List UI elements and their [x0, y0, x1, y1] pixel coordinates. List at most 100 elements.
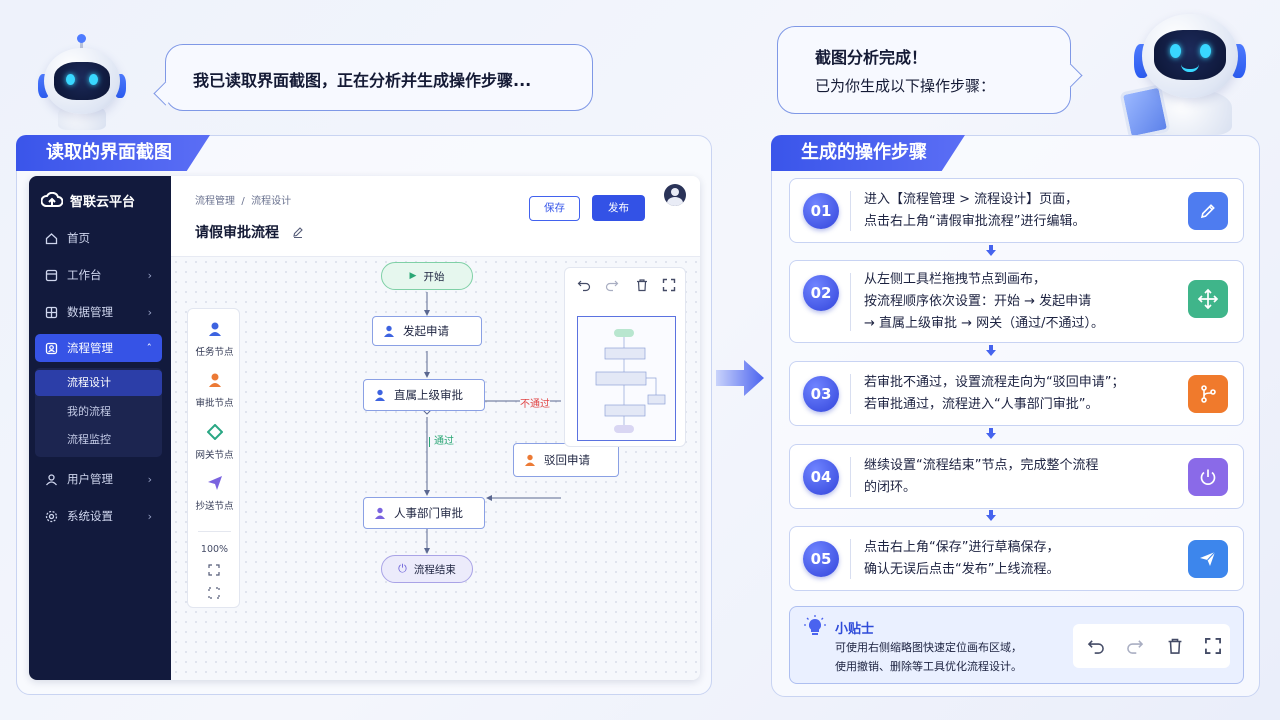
- sidebar-item-label: 用户管理: [67, 472, 113, 486]
- sidebar-item-label: 数据管理: [67, 305, 113, 319]
- minimap-preview: [595, 329, 666, 433]
- minimap-viewport[interactable]: [577, 316, 676, 441]
- step-text: 若审批不通过，设置流程走向为“驳回申请”； 若审批通过，流程进入“人事部门审批”…: [864, 372, 1124, 416]
- move-icon: [1188, 280, 1228, 318]
- submenu-item-my-flows[interactable]: 我的流程: [67, 405, 111, 418]
- page-title: 请假审批流程: [195, 222, 304, 242]
- brand[interactable]: 智联云平台: [41, 190, 135, 210]
- minimap-panel: [564, 267, 686, 447]
- node-label: 发起申请: [403, 324, 449, 338]
- node-apply[interactable]: 发起申请: [372, 316, 482, 346]
- step-text: 进入【流程管理 > 流程设计】页面， 点击右上角“请假审批流程”进行编辑。: [864, 189, 1085, 233]
- node-start[interactable]: ▶ 开始: [381, 262, 473, 290]
- step-line: 若审批通过，流程进入“人事部门审批”。: [864, 397, 1099, 412]
- chevron-right-icon: ›: [147, 268, 152, 282]
- step-number: 02: [803, 275, 839, 311]
- tool-gateway-node[interactable]: 网关节点: [188, 423, 241, 461]
- robot-avatar-right: [1118, 10, 1258, 140]
- fullscreen-icon[interactable]: [208, 587, 220, 599]
- redo-icon[interactable]: [605, 278, 619, 292]
- step-card-2: 02 从左侧工具栏拖拽节点到画布， 按流程顺序依次设置：开始 → 发起申请 → …: [789, 260, 1244, 343]
- arrow-down-icon: [986, 428, 996, 439]
- step-card-5: 05 点击右上角“保存”进行草稿保存， 确认无误后点击“发布”上线流程。: [789, 526, 1244, 591]
- fit-screen-icon[interactable]: [208, 564, 220, 576]
- edit-pencil-icon[interactable]: [292, 226, 304, 238]
- step-line: 继续设置“流程结束”节点，完成整个流程: [864, 458, 1099, 473]
- breadcrumb[interactable]: 流程管理 / 流程设计: [195, 196, 292, 207]
- undo-icon[interactable]: [1087, 637, 1105, 655]
- step-line: 确认无误后点击“发布”上线流程。: [864, 562, 1060, 577]
- steps-panel-tag: 生成的操作步骤: [771, 135, 965, 171]
- sidebar-item-label: 首页: [67, 231, 90, 245]
- power-icon: ⏻: [398, 562, 407, 575]
- node-end[interactable]: ⏻ 流程结束: [381, 555, 473, 583]
- step-line: 点击右上角“保存”进行草稿保存，: [864, 540, 1060, 555]
- node-label: 驳回申请: [544, 453, 590, 467]
- main-area: 流程管理 / 流程设计 请假审批流程 保存 发布 任务节点 审批节点: [171, 176, 700, 680]
- node-hr-approval[interactable]: 人事部门审批: [363, 497, 485, 529]
- tips-title: 小贴士: [835, 622, 875, 637]
- sidebar-item-label: 流程管理: [67, 341, 113, 355]
- sidebar-item-home[interactable]: 首页: [35, 224, 162, 252]
- person-blue-icon: [375, 389, 385, 401]
- node-toolbox: 任务节点 审批节点 网关节点 抄送节点 100%: [187, 308, 240, 608]
- sidebar-item-process[interactable]: 流程管理 ˆ: [35, 334, 162, 362]
- step-number: 05: [803, 541, 839, 577]
- tool-label: 抄送节点: [195, 501, 234, 512]
- step-card-1: 01 进入【流程管理 > 流程设计】页面， 点击右上角“请假审批流程”进行编辑。: [789, 178, 1244, 243]
- node-label: 开始: [423, 270, 445, 283]
- node-label: 人事部门审批: [394, 506, 463, 520]
- flow-canvas[interactable]: 任务节点 审批节点 网关节点 抄送节点 100%: [171, 257, 700, 680]
- tips-toolbar: [1073, 624, 1230, 668]
- step-line: 若审批不通过，设置流程走向为“驳回申请”；: [864, 375, 1125, 390]
- trash-icon[interactable]: [635, 278, 649, 292]
- submenu-item-monitor[interactable]: 流程监控: [67, 433, 111, 446]
- step-text: 从左侧工具栏拖拽节点到画布， 按流程顺序依次设置：开始 → 发起申请 → 直属上…: [864, 269, 1104, 335]
- step-line: 进入【流程管理 > 流程设计】页面，: [864, 192, 1079, 207]
- arrow-down-icon: [986, 245, 996, 256]
- submenu-process: 流程设计 我的流程 流程监控: [35, 368, 162, 457]
- step-number: 04: [803, 459, 839, 495]
- edit-icon: [1188, 192, 1228, 230]
- edge-label-pass: 通过: [429, 437, 454, 447]
- power-icon: [1188, 458, 1228, 496]
- workbench-icon: [45, 269, 58, 281]
- sidebar-item-workbench[interactable]: 工作台 ›: [35, 261, 162, 289]
- node-leader-approval[interactable]: 直属上级审批: [363, 379, 485, 411]
- sidebar: 智联云平台 首页 工作台 › 数据管理 › 流程管理 ˆ 流程设计 我的流程 流…: [29, 176, 171, 680]
- person-blue-icon: [384, 325, 394, 337]
- sidebar-item-settings[interactable]: 系统设置 ›: [35, 502, 162, 530]
- tool-cc-node[interactable]: 抄送节点: [188, 475, 241, 512]
- step-text: 继续设置“流程结束”节点，完成整个流程 的闭环。: [864, 455, 1098, 499]
- flow-edges: [422, 292, 561, 554]
- step-card-3: 03 若审批不通过，设置流程走向为“驳回申请”； 若审批通过，流程进入“人事部门…: [789, 361, 1244, 426]
- undo-icon[interactable]: [577, 278, 591, 292]
- robot-avatar-left: [36, 34, 128, 130]
- sidebar-item-users[interactable]: 用户管理 ›: [35, 465, 162, 493]
- fit-view-icon[interactable]: [662, 278, 676, 292]
- send-icon: [1188, 540, 1228, 578]
- redo-icon[interactable]: [1126, 637, 1144, 655]
- sidebar-item-data[interactable]: 数据管理 ›: [35, 298, 162, 326]
- bubble-text-analyzing: 我已读取界面截图，正在分析并生成操作步骤...: [193, 71, 532, 90]
- tool-task-node[interactable]: 任务节点: [188, 321, 241, 358]
- speech-bubble-analyzing: 我已读取界面截图，正在分析并生成操作步骤...: [165, 44, 593, 111]
- step-number: 03: [803, 376, 839, 412]
- arrow-down-icon: [986, 345, 996, 356]
- tips-line: 可使用右侧缩略图快速定位画布区域，: [835, 641, 1022, 654]
- bubble-text-done-title: 截图分析完成！: [815, 48, 928, 67]
- node-reject[interactable]: 驳回申请: [513, 443, 619, 477]
- tool-approval-node[interactable]: 审批节点: [188, 372, 241, 409]
- submenu-item-design[interactable]: 流程设计: [35, 370, 162, 396]
- fit-view-icon[interactable]: [1204, 637, 1222, 655]
- user-avatar[interactable]: [664, 184, 686, 206]
- branch-icon: [1188, 375, 1228, 413]
- page-title-text: 请假审批流程: [195, 225, 279, 241]
- lightbulb-icon: [804, 615, 826, 635]
- node-label: 流程结束: [413, 563, 456, 576]
- save-button[interactable]: 保存: [529, 196, 580, 221]
- trash-icon[interactable]: [1166, 637, 1184, 655]
- database-icon: [45, 306, 58, 318]
- publish-button[interactable]: 发布: [592, 195, 645, 221]
- gear-icon: [45, 510, 58, 522]
